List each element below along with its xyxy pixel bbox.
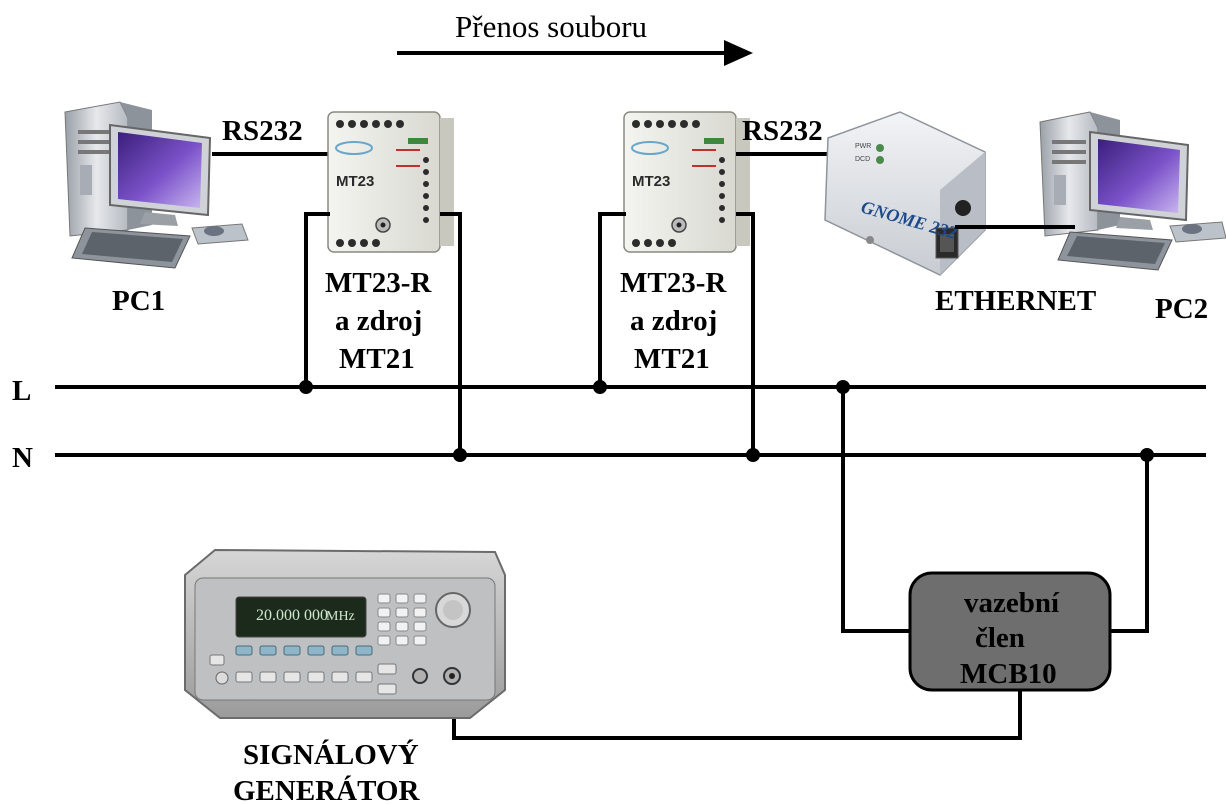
- module-right-caption-line2: a zdroj: [630, 305, 717, 337]
- module-left-caption-line3: MT21: [339, 343, 415, 375]
- ethernet-label: ETHERNET: [935, 285, 1096, 317]
- mt23-module-left: MT23: [327, 111, 454, 253]
- generator-display-value: 20.000 000: [256, 607, 328, 624]
- rs232-label-right: RS232: [742, 115, 823, 147]
- generator-display-unit: MHz: [326, 609, 355, 624]
- generator-caption-line2: GENERÁTOR: [233, 774, 420, 805]
- coupler-box: [908, 571, 1112, 692]
- mt23-right-device-text: MT23: [632, 173, 670, 190]
- coupler-l-wire: [841, 387, 910, 633]
- module-left-caption-line2: a zdroj: [335, 305, 422, 337]
- gnome232-converter: PWR DCD GNOME 232: [824, 111, 986, 276]
- junction-dot: [746, 448, 760, 462]
- bus-l-label: L: [12, 375, 31, 407]
- transfer-arrow-head: [724, 40, 753, 66]
- transfer-label: Přenos souboru: [455, 9, 647, 44]
- coupler-line3: MCB10: [960, 658, 1057, 690]
- rs232-label-left: RS232: [222, 115, 303, 147]
- module-left-l-wire: [304, 212, 330, 387]
- signal-generator: 20.000 000 MHz: [184, 548, 506, 719]
- generator-output-wire: [452, 690, 1022, 740]
- module-left-n-wire: [440, 212, 462, 455]
- junction-dot: [593, 380, 607, 394]
- coupler-line2: člen: [975, 622, 1025, 654]
- coupler-n-wire: [1110, 455, 1149, 633]
- pc1-label: PC1: [112, 285, 165, 317]
- pc2-computer-icon: [1039, 111, 1226, 271]
- module-right-caption-line1: MT23-R: [620, 267, 727, 299]
- coupler-line1: vazební: [964, 587, 1060, 619]
- bus-n-label: N: [12, 442, 33, 474]
- module-right-n-wire: [736, 212, 755, 455]
- generator-caption-line1: SIGNÁLOVÝ: [243, 738, 419, 771]
- mt23-left-device-text: MT23: [336, 173, 374, 190]
- module-right-l-wire: [598, 212, 626, 387]
- module-right-caption-line3: MT21: [634, 343, 710, 375]
- module-left-caption-line1: MT23-R: [325, 267, 432, 299]
- pc2-label: PC2: [1155, 293, 1208, 325]
- pc1-computer-icon: [64, 101, 249, 269]
- junction-dot: [299, 380, 313, 394]
- junction-dot: [453, 448, 467, 462]
- gnome-led-pwr-label: PWR: [855, 143, 871, 150]
- mt23-module-right: MT23: [623, 111, 750, 253]
- gnome-led-dcd-label: DCD: [855, 156, 870, 163]
